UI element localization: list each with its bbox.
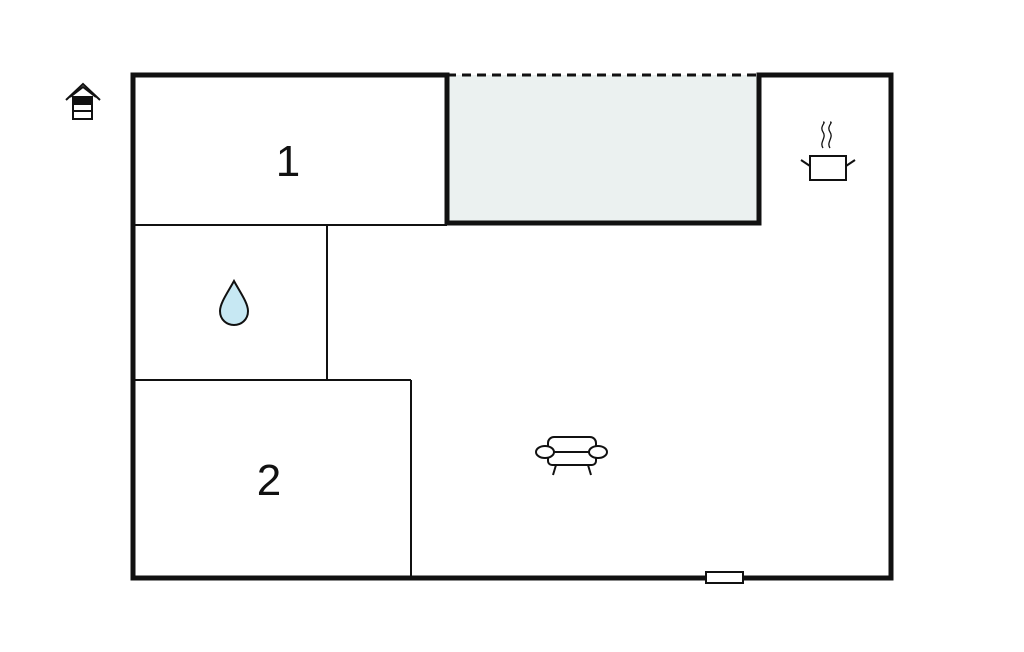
room-label-1: 1 [276, 137, 300, 186]
water-drop-icon [218, 278, 250, 327]
door-marker-icon [705, 571, 744, 584]
cooking-pot-icon [800, 121, 856, 181]
outer-walls [130, 72, 894, 581]
sofa-icon [535, 436, 608, 476]
house-floor-icon [65, 82, 101, 120]
interior-walls [133, 224, 447, 578]
terrace-area [447, 75, 759, 223]
room-label-2: 2 [257, 456, 281, 505]
